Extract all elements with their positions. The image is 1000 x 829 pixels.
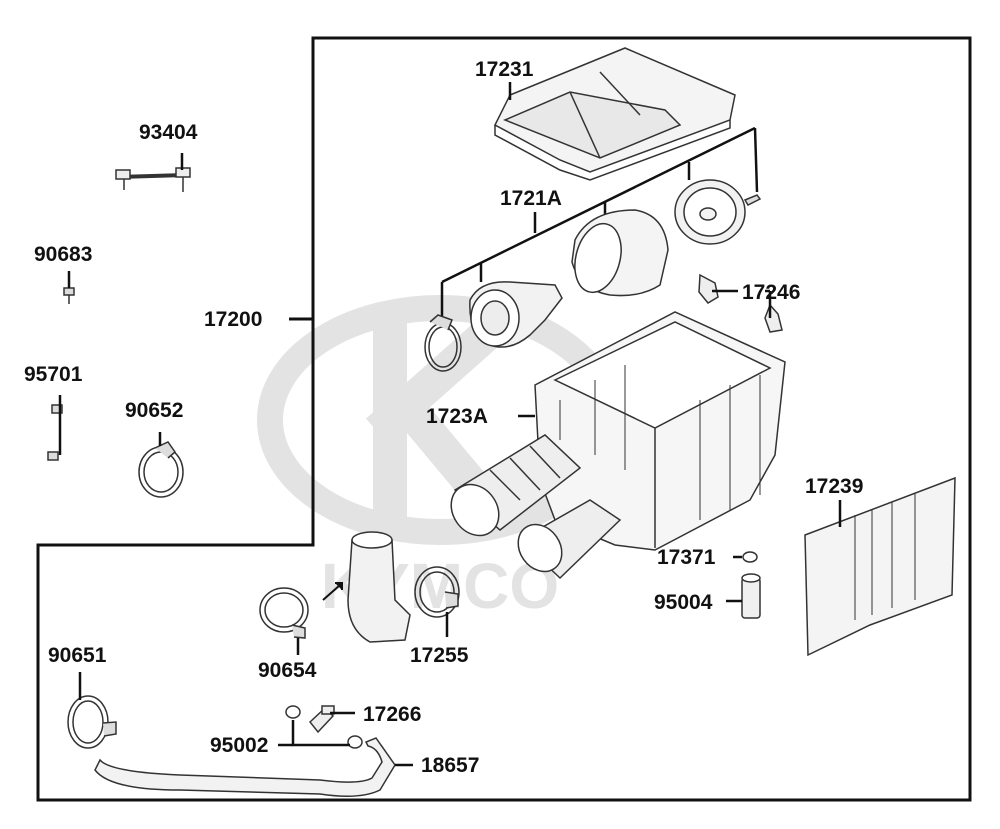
- intake-connecting-tube: [347, 531, 411, 643]
- part-label-90683: 90683: [34, 243, 93, 266]
- part-label-1723A: 1723A: [426, 405, 488, 428]
- small-clip: [742, 551, 758, 563]
- part-label-95002: 95002: [210, 734, 269, 757]
- hose-clamp-90654: [259, 587, 309, 639]
- hose-clips-95002: [285, 705, 363, 749]
- drain-cap: [741, 573, 761, 619]
- screw-90683: [63, 287, 75, 304]
- element-clamp: [424, 314, 462, 372]
- part-label-90652: 90652: [125, 399, 184, 422]
- hose-clamp-90652: [138, 441, 184, 498]
- hose-clamp-90651: [67, 695, 117, 749]
- air-box-case: [534, 311, 786, 551]
- assembly-outline: [36, 36, 972, 802]
- hose-joint: [308, 705, 335, 734]
- bolt-assembly: [115, 167, 191, 192]
- part-label-17231: 17231: [475, 58, 534, 81]
- part-label-95701: 95701: [24, 363, 83, 386]
- bolts-95701: [47, 395, 63, 461]
- part-label-17239: 17239: [805, 475, 864, 498]
- air-filter-element: [571, 209, 669, 297]
- hose-clamp-17255: [414, 566, 460, 618]
- part-label-1721A: 1721A: [500, 187, 562, 210]
- part-label-90651: 90651: [48, 644, 107, 667]
- small-screw: [743, 194, 762, 206]
- air-box-outlet-duct: [517, 499, 622, 580]
- part-label-17255: 17255: [410, 644, 469, 667]
- intake-funnel: [469, 281, 563, 348]
- filter-end-disc: [674, 179, 746, 245]
- part-label-17266: 17266: [363, 703, 422, 726]
- air-filter-cover: [494, 47, 736, 181]
- part-label-17371: 17371: [657, 546, 716, 569]
- part-label-18657: 18657: [421, 754, 480, 777]
- part-label-17200: 17200: [204, 308, 263, 331]
- part-label-93404: 93404: [139, 121, 198, 144]
- part-label-17246: 17246: [742, 281, 801, 304]
- part-label-90654: 90654: [258, 659, 317, 682]
- breather-hose: [94, 737, 396, 797]
- air-box-inlet-duct: [450, 434, 582, 537]
- part-label-95004: 95004: [654, 591, 713, 614]
- heat-shield-panel: [804, 476, 956, 657]
